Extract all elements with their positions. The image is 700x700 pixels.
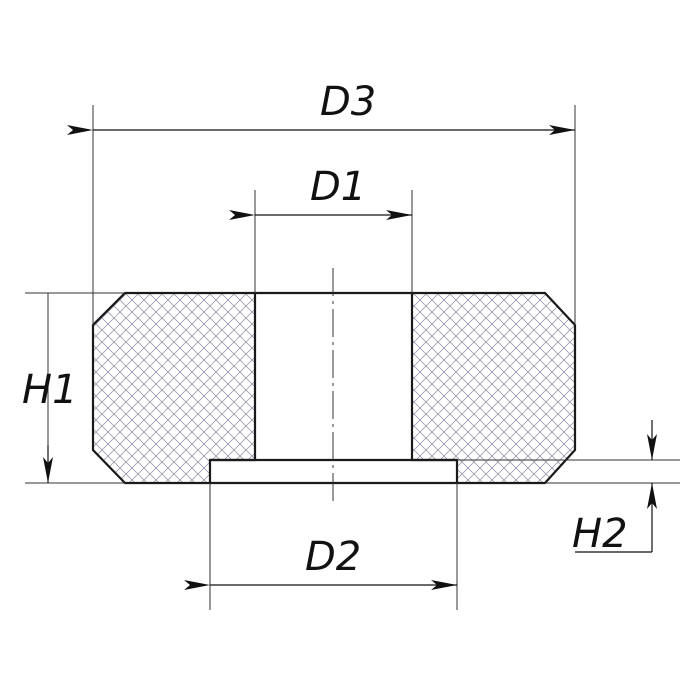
d3-label: D3 bbox=[320, 79, 376, 125]
d1-label: D1 bbox=[310, 164, 366, 210]
d2-label: D2 bbox=[305, 534, 361, 580]
h1-label: H1 bbox=[22, 367, 78, 413]
h2-label: H2 bbox=[572, 511, 628, 557]
section-left bbox=[91, 291, 257, 485]
section-right bbox=[410, 291, 577, 485]
